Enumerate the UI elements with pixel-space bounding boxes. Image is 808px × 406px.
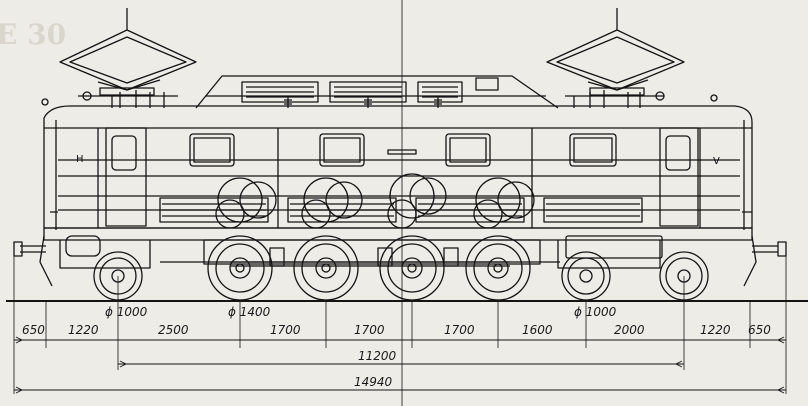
background-text: E 30 [0,18,66,51]
locomotive-body [43,105,753,230]
segment-dimension-label: 650 [22,323,45,337]
segment-dimension-label: 2000 [614,323,645,337]
wheel-diameter-driving-label: ϕ 1400 [228,305,271,319]
segment-dimension-label: 1700 [444,323,475,337]
carrying-wheel-right-1 [561,251,611,301]
segment-dimension-label: 1220 [68,323,99,337]
segment-dimension-label: 650 [748,323,771,337]
segment-dimension-label: 2500 [158,323,189,337]
driving-wheel-3 [379,235,445,301]
drive-mechanism [215,173,535,229]
wheel-diameter-right-label: ϕ 1000 [574,305,617,319]
right-pantograph [546,8,685,97]
driving-wheel-2 [293,235,359,301]
wheel-diameter-left-label: ϕ 1000 [105,305,148,319]
driving-wheel-4 [465,235,531,301]
segment-dimension-label: 1220 [700,323,731,337]
wheelbase-dimension-label: 11200 [358,349,397,363]
dimension-lines [14,336,786,394]
segment-dimension-label: 1700 [354,323,385,337]
cab-mark-left: H [76,154,84,165]
segment-dimension-label: 1700 [270,323,301,337]
segment-dimension-labels: 650 1220 2500 1700 1700 1700 1600 2000 1… [22,323,771,337]
overall-length-dimension-label: 14940 [354,375,393,389]
driving-wheel-1 [207,235,273,301]
cab-mark-right: V [713,156,720,167]
left-pantograph [59,8,197,97]
roof-equipment [41,75,718,109]
segment-dimension-label: 1600 [522,323,553,337]
